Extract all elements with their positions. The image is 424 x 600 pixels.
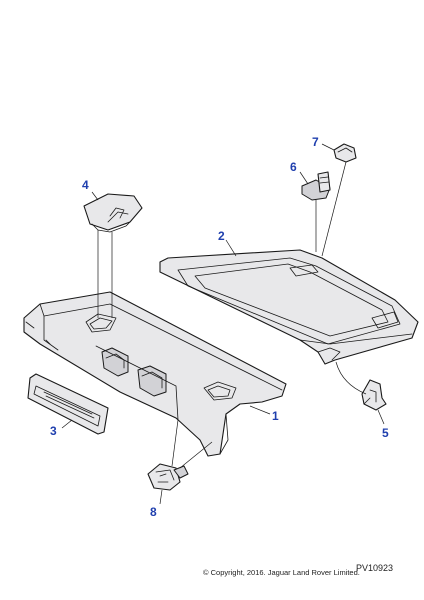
bezel-cover-part-4 (83, 193, 143, 233)
callout-8: 8 (150, 505, 157, 519)
leader-lines (61, 143, 385, 505)
push-clip-part-8 (147, 463, 189, 491)
parcel-shelf-part-2 (159, 249, 419, 365)
bracket-part-5 (361, 379, 387, 411)
callout-1: 1 (272, 409, 279, 423)
copyright-text: © Copyright, 2016. Jaguar Land Rover Lim… (203, 568, 360, 577)
callout-2: 2 (218, 229, 225, 243)
callout-7: 7 (312, 135, 319, 149)
callout-6: 6 (290, 160, 297, 174)
cap-part-7 (333, 143, 357, 163)
reference-code: PV10923 (356, 563, 393, 573)
clip-part-6 (301, 171, 331, 201)
callout-5: 5 (382, 426, 389, 440)
seat-back-trim-part-1 (23, 291, 287, 457)
callout-4: 4 (82, 178, 89, 192)
trim-strip-part-3 (27, 373, 109, 435)
callout-3: 3 (50, 424, 57, 438)
